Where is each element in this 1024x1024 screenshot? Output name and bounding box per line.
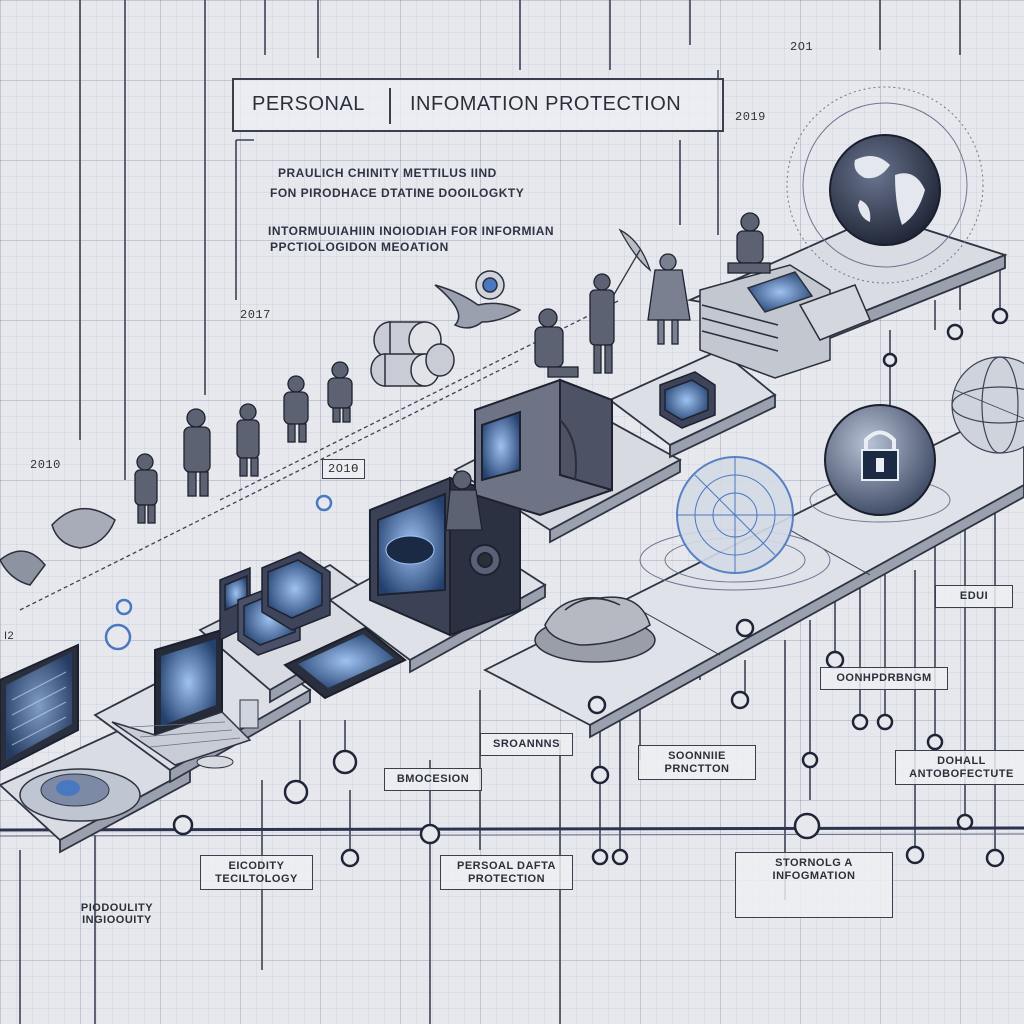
label-storage-information: STORNOLG A INFOGMATION <box>735 852 893 918</box>
padlock-icon <box>809 404 951 523</box>
description-line-4: PPCTIOLOGIDON MEOATION <box>270 240 449 254</box>
label-scanning: SROANNNS <box>480 733 573 756</box>
wireframe-sphere <box>951 356 1024 454</box>
server-cubes <box>219 551 331 656</box>
horizontal-rail <box>0 826 1024 837</box>
year-2017: 2017 <box>240 308 271 322</box>
title-right-text: INFOMATION PROTECTION <box>410 93 682 115</box>
human-figures <box>134 212 771 531</box>
label-personal-data-protection: PERSOAL DAFTA PROTECTION <box>440 855 573 891</box>
label-protection: BMOCESION <box>384 768 482 791</box>
scroll-rolls <box>370 321 455 387</box>
title-left-text: PERSONAL <box>252 93 365 115</box>
label-edu: EDUI <box>935 585 1013 608</box>
year-top-right: 2019 <box>735 110 766 124</box>
monitor-device <box>0 643 79 772</box>
book-stack <box>699 264 871 379</box>
description-line-2: FON PIRODHACE DTATINE DOOILOGKTY <box>270 186 525 200</box>
description-line-1: PRAULICH CHINITY METTILUS IIND <box>278 166 497 180</box>
year-2019-box: 2О1Ө <box>322 459 365 479</box>
description-line-3: INTORMUUIAHIIN INOIODIAH FOR INFORMIAN <box>268 224 555 238</box>
year-top-left: 2О1 <box>790 40 814 54</box>
label-organization: OONHPDRBNGM <box>820 667 948 690</box>
laptop-device <box>111 628 259 769</box>
title-box: PERSONAL INFOMATION PROTECTION <box>232 78 724 132</box>
globe-icon <box>786 86 984 284</box>
label-security-technology: EICODITY TECILTOLOGY <box>200 855 313 891</box>
small-screen-cube <box>659 371 716 429</box>
label-side-marker: I2 <box>4 630 15 642</box>
tablet-device <box>283 626 407 700</box>
stone-pile <box>534 596 656 663</box>
label-global-auth: DOHALL ANTOBOFECTUTE <box>895 750 1024 786</box>
connector-nodes <box>104 307 1009 868</box>
label-security-ingency: PIODOULITY INGIOOUITY <box>80 902 154 926</box>
year-2010: 2010 <box>30 458 61 472</box>
title-divider <box>389 88 391 124</box>
secure-safe-box <box>369 476 521 637</box>
crate-box <box>474 378 613 517</box>
label-scanner-protection: SOONNIIE PRNCTTON <box>638 745 756 781</box>
shell-artifact <box>0 507 116 586</box>
eagle-emblem <box>434 270 522 329</box>
fingerprint-pad <box>19 768 141 822</box>
scan-radar-icon <box>639 456 831 591</box>
